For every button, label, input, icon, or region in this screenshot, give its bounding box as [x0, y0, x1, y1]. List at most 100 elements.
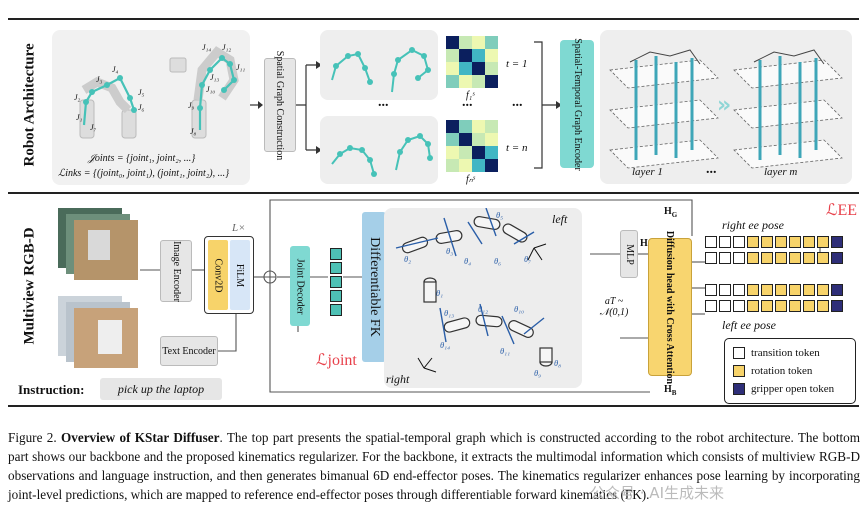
theta-6: θ₆ [494, 256, 501, 266]
gripper-token-swatch [733, 383, 745, 395]
multiview-images-top [58, 208, 140, 282]
joint-label-j1: J₁ [76, 113, 83, 122]
left-arm-label: left [552, 212, 568, 226]
joint-label-j4: J₄ [112, 65, 119, 74]
image-encoder-box: Image Encoder [160, 240, 192, 302]
theta-1: θ₂ [404, 254, 411, 264]
t-dots: ... [512, 95, 523, 110]
legend-transition: transition token [733, 347, 820, 359]
caption-fig: Figure 2. [8, 430, 57, 445]
text-encoder-box: Text Encoder [160, 336, 218, 366]
noise-label: aT ~ 𝒩(0,1) [599, 296, 629, 318]
hg-label: HG [664, 206, 678, 219]
heatmap-t1 [446, 36, 498, 88]
legend-gripper: gripper open token [733, 383, 834, 395]
layer-1-label: layer 1 [632, 166, 663, 178]
diff-fk-label: Differentiable FK [367, 237, 382, 337]
heatmap-tn [446, 120, 498, 172]
layer-stacks-drawing: » [609, 49, 843, 169]
diffusion-head-box: Diffusion head with Cross Attention [648, 230, 692, 384]
st-graph-encoder-box: Spatial-Temporal Graph Encoder [560, 38, 594, 170]
right-ee-label: right ee pose [722, 218, 784, 232]
theta-14: θ₈ [554, 358, 561, 368]
lx-label: L× [232, 222, 246, 234]
film-box: FiLM [230, 240, 250, 310]
bottom-connectors [140, 199, 821, 393]
joint-label-j5: J₅ [138, 88, 145, 97]
instruction-text: pick up the laptop [117, 381, 205, 396]
bracket-arrow [534, 41, 562, 169]
theta-13: θ₉ [534, 368, 541, 378]
layer-dots: ... [706, 162, 717, 177]
diff-fk-box: Differentiable FK [362, 212, 386, 362]
joints-equation: 𝒥oints = {joint₁, joint₂, ...} [88, 153, 196, 164]
film-block [204, 236, 254, 314]
fs1-label: f₁ˢ [466, 90, 475, 101]
conv2d-box: Conv2D [208, 240, 228, 310]
graph-panel-t1 [320, 30, 438, 100]
legend-rotation: rotation token [733, 365, 812, 377]
heatmap-dots: ... [462, 95, 473, 110]
hb-label: HB [664, 384, 677, 397]
theta-11: θ₁₁ [500, 346, 510, 356]
joint-label-j2: J₂ [74, 93, 81, 102]
theta-2: θ₁ [436, 288, 443, 298]
joint-label-j12: J₁₂ [222, 43, 231, 52]
theta-12: θ₁₄ [440, 340, 450, 350]
robot-arms-drawing: J₁ J₂ J₃ J₄ J₅ J₆ J₇ J₈ J₉ J₁₀ J₁₁ J₁₂ J… [74, 43, 245, 139]
right-arm-label: right [386, 372, 410, 386]
l-joint-label: ℒjoint [316, 352, 357, 369]
theta-5: θ₅ [496, 210, 503, 220]
theta-7: θ₇ [524, 254, 531, 264]
rotation-token-swatch [733, 365, 745, 377]
theta-4: θ₄ [464, 256, 471, 266]
left-ee-tokens [705, 284, 855, 312]
l-ee-label: ℒEE [826, 202, 858, 219]
joint-label-j3: J₃ [96, 75, 103, 84]
theta-10: θ₁₀ [514, 304, 524, 314]
theta-9: θ₁₂ [478, 304, 488, 314]
robot-architecture-panel [8, 18, 859, 194]
token-legend: transition token rotation token gripper … [724, 338, 856, 404]
figure-caption: Figure 2. Overview of KStar Diffuser. Th… [8, 428, 860, 504]
mlp-label: MLP [623, 243, 635, 265]
arrow-graph-fork [296, 61, 322, 154]
instruction-box: pick up the laptop [100, 378, 222, 400]
joint-label-j9: J₉ [188, 101, 195, 110]
caption-body: . The top part presents the spatial-temp… [8, 430, 861, 502]
links-equation: ℒinks = {(joint₀, joint₁), (joint₁, join… [58, 168, 230, 179]
diffusion-head-label: Diffusion head with Cross Attention [664, 230, 676, 384]
tn-label: t = n [506, 142, 528, 154]
text-encoder-label: Text Encoder [162, 345, 216, 357]
graph-dots-left: ... [378, 95, 389, 110]
multiview-panel [8, 197, 859, 407]
kinematic-chains-drawing: θ₂ θ₁ θ₃ θ₄ θ₅ θ₆ θ₇ θ₁₃ θ₁₂ θ₁₀ θ₁₁ θ₁₄… [395, 208, 561, 378]
arrow-robot-to-graph [250, 101, 263, 109]
joint-label-j6: J₆ [138, 103, 145, 112]
right-ee-tokens [705, 236, 855, 264]
joint-label-j8: J₈ [190, 127, 197, 136]
left-ee-label: left ee pose [722, 318, 776, 332]
joint-label-j13: J₁₃ [210, 73, 219, 82]
joint-label-j14: J₁₄ [202, 43, 211, 52]
joint-label-j7: J₇ [90, 123, 97, 132]
theta-8: θ₁₃ [444, 308, 454, 318]
joint-label-j10: J₁₀ [206, 85, 215, 94]
caption-title: Overview of KStar Diffuser [60, 430, 220, 445]
mlp-box: MLP [620, 230, 638, 278]
graph-panel-tn [320, 116, 438, 184]
transition-token-swatch [733, 347, 745, 359]
t1-label: t = 1 [506, 58, 528, 70]
spatial-graph-construction-box: Spatial Graph Construction [264, 50, 296, 160]
joint-decoder-box: Joint Decoder [290, 246, 310, 326]
fsn-label: fₙˢ [466, 174, 475, 185]
joint-decoder-label: Joint Decoder [294, 258, 306, 314]
joint-tokens [330, 248, 344, 316]
svg-text:»: » [717, 93, 731, 118]
graph-nodes-drawing [331, 47, 433, 177]
multiview-images-bottom [58, 296, 140, 370]
theta-3: θ₃ [446, 246, 453, 256]
watermark: 公众号 · AI生成未来 [590, 484, 724, 502]
instruction-label: Instruction: [18, 382, 85, 397]
joint-label-j11: J₁₁ [236, 63, 245, 72]
